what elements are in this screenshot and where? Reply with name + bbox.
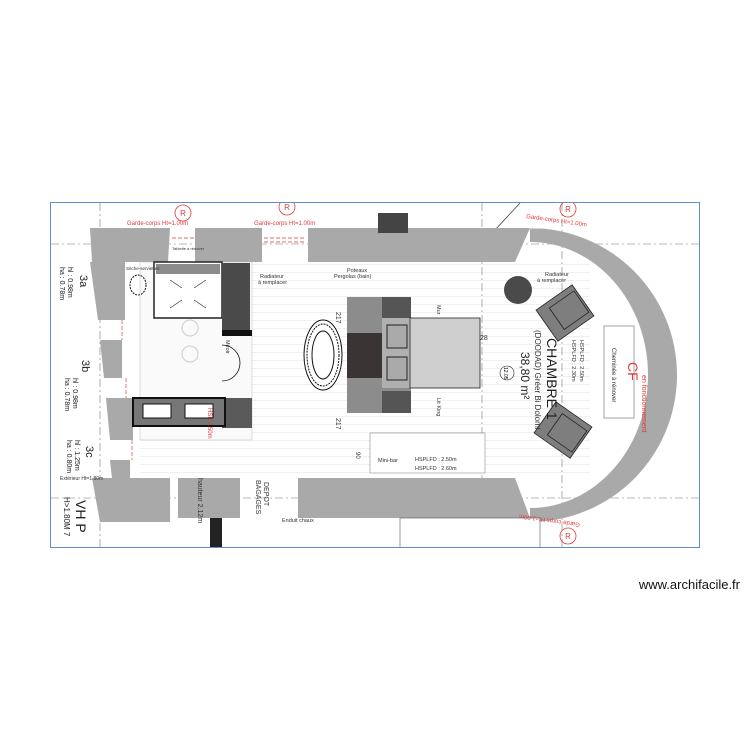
sink-icon bbox=[142, 403, 172, 419]
plan-frame bbox=[50, 202, 700, 548]
bathtub bbox=[303, 319, 343, 391]
mirror-label: Miroir bbox=[224, 340, 230, 354]
radiator-label: Radiateur bbox=[545, 272, 569, 278]
ceiling-height: HSPLFD : 2.50m bbox=[415, 457, 457, 463]
dimension-label: 217 bbox=[334, 418, 341, 430]
depot-label: DEPOT bbox=[262, 482, 269, 507]
towel-rail-label: Sèche-serviettes bbox=[126, 266, 160, 271]
ceiling-height: HSPLFD : 2.50m bbox=[578, 340, 584, 382]
beams-note: Pergolas (bain) bbox=[334, 274, 371, 280]
wall-label: Mur bbox=[435, 305, 441, 315]
window-ha: ha : 0.78m bbox=[58, 267, 65, 300]
r-markers bbox=[174, 203, 577, 545]
fireplace-code: CF bbox=[625, 362, 641, 381]
curved-wall bbox=[530, 228, 677, 522]
room-area: 38,80 m² bbox=[518, 352, 532, 399]
hsp-label: HSP 2.50m bbox=[206, 408, 212, 439]
ceiling-height: HSPLFD : 2.60m bbox=[415, 466, 457, 472]
ceiling-height: HSPLFD : 2.30m bbox=[570, 340, 576, 382]
mini-bar-area bbox=[369, 432, 486, 474]
window-hl: hl : 0.98m bbox=[66, 267, 73, 298]
bagages-label: BAGAGES bbox=[254, 480, 261, 515]
radiator-note: à remplacer bbox=[258, 280, 287, 286]
dimension-label: 217 bbox=[334, 312, 341, 324]
window-id: 3a bbox=[77, 275, 89, 288]
r-marker-label: R bbox=[284, 203, 290, 212]
window-id: 3b bbox=[79, 360, 91, 372]
fireplace-note: Cheminée à rénover bbox=[610, 348, 616, 402]
storage-block bbox=[222, 398, 252, 428]
sink-icon bbox=[184, 403, 214, 419]
radiator-label: Radiateur bbox=[260, 274, 284, 280]
room-name: CHAMBRE 1 bbox=[544, 338, 560, 420]
armchair bbox=[535, 284, 595, 342]
bed bbox=[347, 297, 481, 413]
window-ha: ha : 0.78m bbox=[63, 378, 70, 411]
level-marker: 12.05 bbox=[502, 367, 508, 380]
plaster-label: Enduit chaux bbox=[282, 518, 314, 524]
guardrail-label: Garde-corps Ht=1.00m bbox=[127, 221, 188, 227]
storage-block bbox=[222, 263, 250, 330]
round-table bbox=[504, 276, 532, 304]
toilet-icon bbox=[129, 274, 147, 296]
top-wall bbox=[90, 228, 530, 262]
window-hl: hl : 1.25m bbox=[73, 440, 80, 471]
exterior-label: Extérieur Ht=1.80m bbox=[60, 476, 103, 482]
door-swing[interactable] bbox=[221, 344, 241, 382]
room-subtitle: (DOODAD) Gréer Bi Dolomi bbox=[533, 330, 542, 430]
guardrail-label: Garde-corps Ht=1.00m bbox=[254, 221, 315, 227]
vh-height: H>1.80M 7 bbox=[62, 497, 71, 537]
height-label: hauteur 2.12m bbox=[196, 478, 203, 523]
radiator-note: à remplacer bbox=[537, 278, 566, 284]
mini-bar-label: Mini-bar bbox=[378, 458, 398, 464]
beams-label: Poteaux bbox=[347, 268, 367, 274]
dimension-label: 28 bbox=[480, 335, 488, 342]
shelf-label: Tablette à rénover bbox=[172, 246, 205, 251]
r-marker-label: R bbox=[565, 205, 571, 214]
armchair bbox=[533, 401, 593, 459]
window-id: 3c bbox=[83, 446, 95, 458]
dimension-label: 90 bbox=[354, 452, 360, 459]
fireplace bbox=[603, 325, 635, 419]
vh-label: VH P bbox=[73, 500, 89, 533]
watermark: www.archifacile.fr bbox=[638, 577, 740, 592]
fireplace-status: en fonctionnement bbox=[640, 375, 647, 433]
bed-label: Lit King bbox=[435, 398, 441, 416]
window-ha: ha : 0.80m bbox=[65, 440, 72, 473]
bottom-wall bbox=[92, 478, 530, 522]
chimney-block bbox=[378, 213, 408, 233]
window-hl: hl : 0.98m bbox=[71, 378, 78, 409]
left-wall bbox=[90, 262, 133, 478]
r-marker-label: R bbox=[180, 209, 186, 218]
r-marker-label: R bbox=[565, 532, 571, 541]
